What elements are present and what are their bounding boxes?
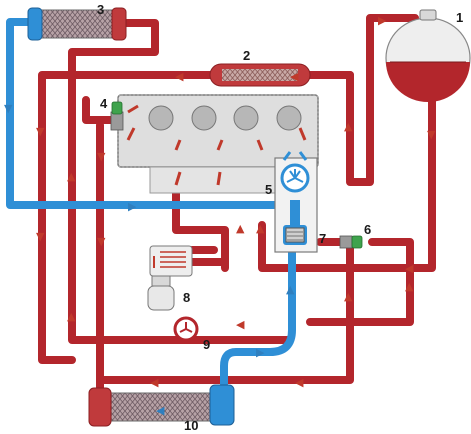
radiator (88, 384, 235, 427)
flow-arrow-icon: ▲ (405, 280, 414, 293)
flow-arrow-icon: ▼ (4, 102, 13, 115)
expansion-tank (385, 9, 471, 102)
label-temp-sensor-outlet: 6 (364, 222, 371, 237)
heater-core-outlet-tank (111, 7, 127, 41)
flow-arrow-icon: ▲ (344, 290, 353, 303)
flow-arrow-icon: ▼ (36, 230, 45, 243)
label-aux-pump: 9 (203, 337, 210, 352)
flow-arrow-icon: ▶ (128, 200, 137, 213)
egr-cooler (209, 63, 311, 87)
flow-arrow-icon: ◀ (175, 70, 184, 83)
flow-arrow-icon: ◀ (156, 404, 165, 417)
flow-arrows: ◀ ◀ ▼ ▼ ▼ ▼ ▲ ▲ ▶ ▼ ◀ ▲ ▲ ▲ ▲ ▲ ◀ ◀ ◀ ▼ … (4, 14, 436, 417)
radiator-hot-tank (88, 387, 112, 427)
hot-pipe-outer-left (38, 71, 354, 364)
flow-arrow-icon: ▼ (427, 128, 436, 141)
flow-arrow-icon: ▼ (97, 150, 106, 163)
flow-arrow-icon: ▲ (256, 222, 265, 235)
hot-pipe-head-heater (82, 96, 122, 124)
label-oil-cooler: 8 (183, 290, 190, 305)
label-water-pump: 5 (265, 182, 272, 197)
expansion-tank-cap (419, 9, 437, 21)
temp-sensor-outlet (339, 235, 363, 249)
flow-arrow-icon: ▼ (97, 235, 106, 248)
flow-arrow-icon: ▲ (67, 170, 76, 183)
cylinder-2 (191, 105, 217, 131)
oil-filter (147, 285, 175, 311)
radiator-cold-tank (209, 384, 235, 426)
flow-arrow-icon: ◀ (405, 262, 414, 275)
cylinder-1 (148, 105, 174, 131)
label-egr-cooler: 2 (243, 48, 250, 63)
cylinder-4 (276, 105, 302, 131)
label-temp-sensor-head: 4 (100, 96, 108, 111)
oil-cooler (147, 245, 193, 311)
cold-pipe-heater-return (6, 18, 276, 209)
flow-arrow-icon: ▼ (36, 125, 45, 138)
cylinder-3 (233, 105, 259, 131)
flow-arrow-icon: ▲ (236, 222, 245, 235)
label-heater-core: 3 (97, 2, 104, 17)
flow-arrow-icon: ◀ (295, 376, 304, 389)
flow-arrow-icon: ▲ (67, 310, 76, 323)
temp-sensor-head (110, 101, 124, 131)
hot-pipe-heater-return (68, 19, 294, 344)
label-radiator: 10 (184, 418, 198, 433)
label-thermostat: 7 (319, 231, 326, 246)
flow-arrow-icon: ◀ (290, 70, 299, 83)
flow-arrow-icon: ▶ (378, 14, 387, 27)
hot-pipe-right-return (306, 238, 414, 326)
flow-arrow-icon: ▲ (344, 120, 353, 133)
flow-arrow-icon: ◀ (150, 376, 159, 389)
hot-pipe-tank-feed (346, 14, 419, 186)
heater-core-inlet-tank (27, 7, 43, 41)
aux-pump (173, 316, 199, 342)
flow-arrow-icon: ◀ (236, 318, 245, 331)
hot-pipe-oil-cooler-loop (172, 186, 229, 272)
flow-arrow-icon: ▲ (286, 283, 295, 296)
cold-pipe-radiator-return (220, 206, 296, 388)
engine-block (117, 94, 319, 194)
pump-housing (274, 151, 318, 253)
heater-core (27, 7, 127, 41)
hot-pipe-bottom-loop (98, 238, 354, 384)
flow-arrow-icon: ▶ (256, 346, 265, 359)
label-expansion-tank: 1 (456, 10, 463, 25)
